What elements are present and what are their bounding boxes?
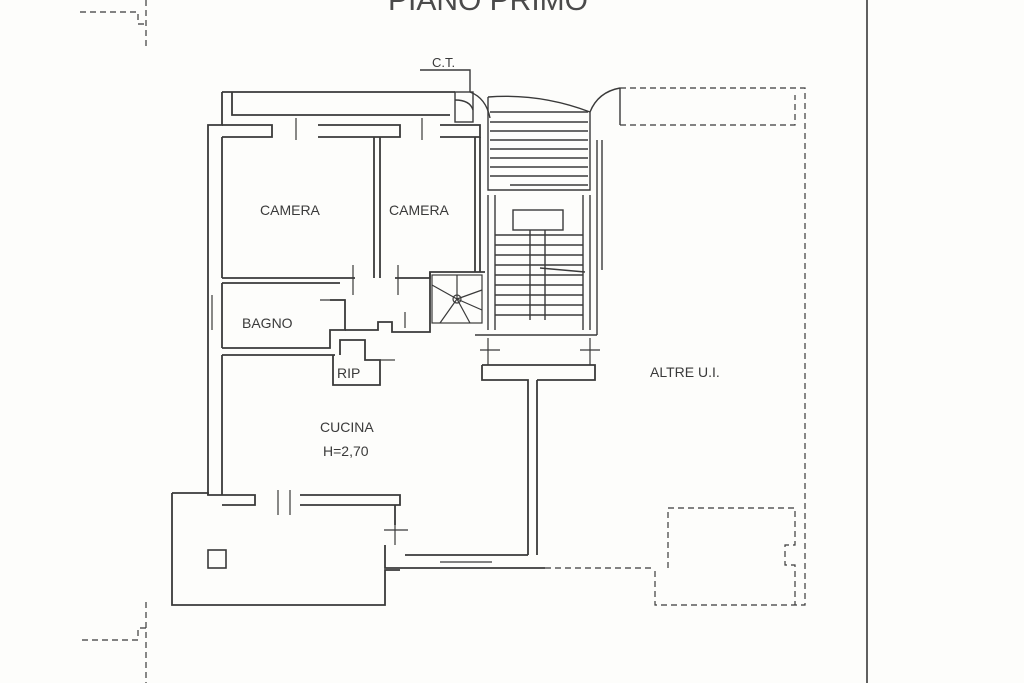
neighbour-outline-top-left: [80, 0, 147, 50]
label-cucina: CUCINA: [320, 419, 374, 435]
room-labels: C.T. CAMERA CAMERA BAGNO RIP CUCINA H=2,…: [242, 55, 720, 459]
other-units-outline: [545, 87, 806, 606]
stair-treads-lower: [495, 234, 583, 316]
label-camera-2: CAMERA: [389, 202, 450, 218]
label-ct: C.T.: [432, 55, 455, 70]
label-height: H=2,70: [323, 443, 369, 459]
spiral-stair: [431, 274, 483, 324]
label-bagno: BAGNO: [242, 315, 293, 331]
ct-niche: [420, 69, 474, 123]
neighbour-outline-bottom-left: [82, 602, 147, 683]
opening-marks: [211, 118, 600, 563]
label-rip: RIP: [337, 365, 360, 381]
label-camera-1: CAMERA: [260, 202, 321, 218]
apartment-walls: [171, 91, 596, 606]
label-altre-ui: ALTRE U.I.: [650, 364, 720, 380]
chimney-square: [207, 549, 227, 569]
staircase: [469, 87, 621, 336]
plan-title: PIANO PRIMO: [388, 0, 588, 17]
stair-treads-upper: [490, 111, 588, 186]
